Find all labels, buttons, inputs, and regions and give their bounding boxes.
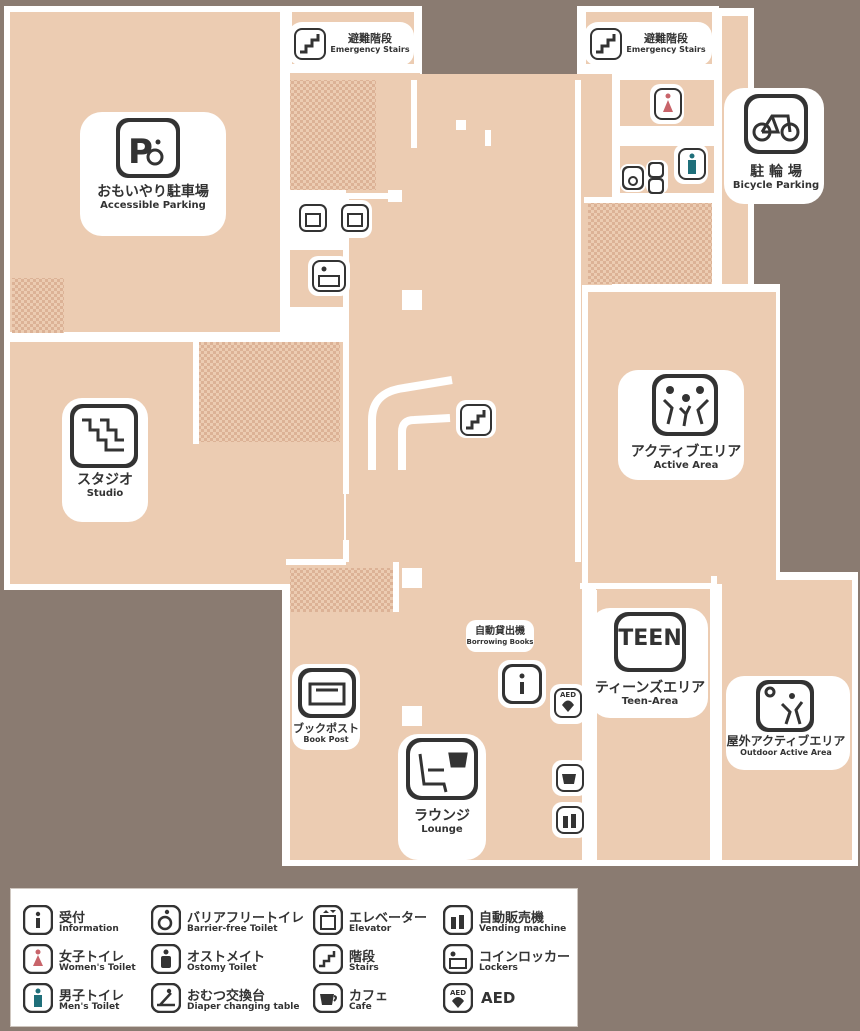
legend-label-en: Barrier-free Toilet <box>187 924 278 934</box>
legend-label-jp: 階段 <box>349 950 376 965</box>
elevator-icon <box>341 204 369 232</box>
women-toilet-icon <box>23 944 53 974</box>
legend-label-jp: おむつ交換台 <box>187 989 266 1004</box>
room-bicycle-parking: 駐 輪 場 Bicycle Parking <box>733 164 819 192</box>
legend-label-jp: 自動販売機 <box>479 911 545 926</box>
room-label-en: Lounge <box>421 824 463 835</box>
legend-label-jp: エレベーター <box>349 911 428 926</box>
room-label-en: Teen-Area <box>621 696 679 707</box>
vending-machine-icon <box>556 806 584 834</box>
legend-label-en: Diaper changing table <box>187 1002 300 1012</box>
cafe-icon <box>313 983 343 1013</box>
legend-label-en: Vending machine <box>479 924 567 934</box>
people-jumping-icon <box>652 374 718 436</box>
legend-label-jp: 女子トイレ <box>59 950 125 965</box>
legend-label-jp: カフェ <box>349 989 389 1004</box>
legend-label-en: Information <box>59 924 119 934</box>
information-icon <box>502 664 542 704</box>
room-stairs-right: 避難階段 Emergency Stairs <box>626 32 705 55</box>
svg-text:AED: AED <box>450 989 466 997</box>
book-post-icon <box>298 668 356 718</box>
room-label-jp: ティーンズエリア <box>594 680 706 696</box>
central-stairs <box>368 376 453 470</box>
bicycle-icon <box>744 94 808 154</box>
room-label-jp: 屋外アクティブエリア <box>726 734 846 748</box>
room-label-jp: 避難階段 <box>643 32 688 45</box>
room-outdoor-active: 屋外アクティブエリア Outdoor Active Area <box>727 734 846 758</box>
room-teen-area: ティーンズエリア Teen-Area <box>595 680 705 708</box>
legend-label-en: Lockers <box>479 963 518 973</box>
aed-small-label: AED <box>559 691 577 699</box>
room-active-area: アクティブエリア Active Area <box>631 444 741 472</box>
stairs-icon <box>590 28 622 60</box>
room-label-en: Book Post <box>303 735 349 744</box>
aed-icon <box>554 688 582 718</box>
wheelchair-icon <box>151 905 181 935</box>
legend-label-jp: オストメイト <box>187 950 266 965</box>
room-label-en: Studio <box>86 488 124 499</box>
legend-label-en: Ostomy Toilet <box>187 963 257 973</box>
stairs-icon <box>460 404 492 436</box>
legend-label-en: Stairs <box>349 963 379 973</box>
teen-badge-text: TEEN <box>618 626 682 651</box>
legend-label-en: Men's Toilet <box>59 1002 120 1012</box>
ostomy-icon <box>151 944 181 974</box>
room-stairs-left: 避難階段 Emergency Stairs <box>330 32 409 55</box>
information-icon <box>23 905 53 935</box>
room-label-jp: 駐 輪 場 <box>750 164 802 180</box>
wheelchair-icon <box>622 166 644 190</box>
room-label-jp: スタジオ <box>77 472 133 488</box>
cafe-icon <box>556 764 584 792</box>
legend-label-jp: バリアフリートイレ <box>187 911 305 926</box>
hatched-areas <box>12 80 712 612</box>
room-label-jp: アクティブエリア <box>630 444 742 460</box>
room-label-jp: おもいやり駐車場 <box>97 184 209 200</box>
accessible-parking-icon: P <box>116 118 180 178</box>
room-label-en: Accessible Parking <box>100 200 206 211</box>
diaper-table-icon <box>648 178 664 194</box>
room-label-en: Bicycle Parking <box>732 180 820 191</box>
room-label-jp: 自動貸出機 <box>475 626 525 637</box>
aed-icon: AED <box>443 983 473 1013</box>
room-book-post: ブックポスト Book Post <box>293 722 359 745</box>
men-toilet-icon <box>678 148 706 180</box>
teen-badge <box>614 612 686 672</box>
columns <box>388 120 466 726</box>
legend-label-jp: 男子トイレ <box>59 989 125 1004</box>
diaper-table-icon <box>151 983 181 1013</box>
map-legend: 受付 Information バリアフリートイレ Barrier-free To… <box>10 888 578 1027</box>
elevator-icon <box>313 905 343 935</box>
room-studio: スタジオ Studio <box>77 472 133 500</box>
lounge-chair-icon <box>406 738 478 800</box>
women-toilet-icon <box>654 88 682 120</box>
room-borrowing: 自動貸出機 Borrowing Books <box>467 626 534 647</box>
ostomy-icon <box>648 162 664 178</box>
room-label-jp: ラウンジ <box>414 808 470 824</box>
legend-label-en: Women's Toilet <box>59 963 136 973</box>
outdoor-people-icon <box>756 680 814 732</box>
room-label-jp: ブックポスト <box>293 722 359 735</box>
legend-label-en: Cafe <box>349 1002 372 1012</box>
legend-label-jp: 受付 <box>59 911 86 926</box>
locker-icon <box>312 260 346 292</box>
elevator-icon <box>299 204 327 232</box>
stairs-icon <box>294 28 326 60</box>
vending-machine-icon <box>443 905 473 935</box>
stairs-icon <box>313 944 343 974</box>
legend-label-jp: AED <box>481 989 516 1007</box>
room-label-en: Emergency Stairs <box>626 45 706 54</box>
room-accessible-parking: おもいやり駐車場 Accessible Parking <box>97 184 209 212</box>
room-label-en: Outdoor Active Area <box>740 748 832 757</box>
legend-label-jp: コインロッカー <box>479 950 571 965</box>
room-label-jp: 避難階段 <box>347 32 392 45</box>
men-toilet-icon <box>23 983 53 1013</box>
locker-icon <box>443 944 473 974</box>
legend-label-en: Elevator <box>349 924 392 934</box>
room-label-en: Borrowing Books <box>466 638 534 646</box>
room-label-en: Emergency Stairs <box>330 45 410 54</box>
room-label-en: Active Area <box>653 460 719 471</box>
room-lounge: ラウンジ Lounge <box>414 808 470 836</box>
stairs-studio-icon <box>70 404 138 468</box>
